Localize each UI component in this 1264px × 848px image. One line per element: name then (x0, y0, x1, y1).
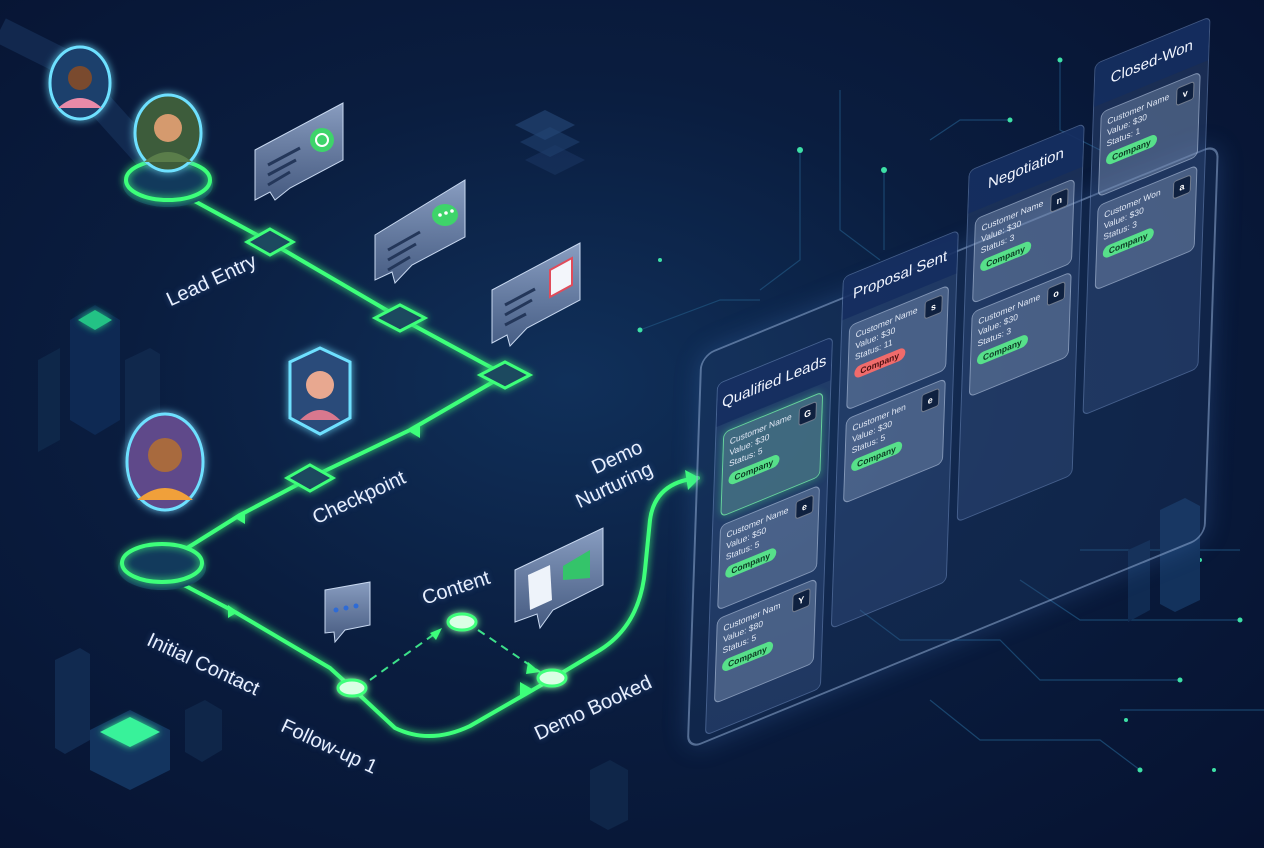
iso-blocks (38, 110, 1200, 830)
chat-bubble-icon (374, 179, 466, 284)
avatar-2 (133, 93, 203, 173)
whatsapp-icon (254, 102, 344, 201)
branch-path (369, 629, 541, 681)
funnel-path (158, 183, 700, 738)
initial-contact-node (118, 542, 206, 590)
avatar-3 (288, 346, 352, 436)
avatar-1 (48, 45, 112, 121)
avatar-4 (125, 412, 205, 512)
path-arrows (228, 425, 700, 696)
calendar-icon (491, 242, 581, 347)
megaphone-icon (514, 527, 604, 630)
small-nodes (336, 612, 568, 698)
step-nodes (243, 227, 534, 493)
circuit-lines (639, 60, 1264, 771)
message-dots-icon (324, 581, 371, 644)
